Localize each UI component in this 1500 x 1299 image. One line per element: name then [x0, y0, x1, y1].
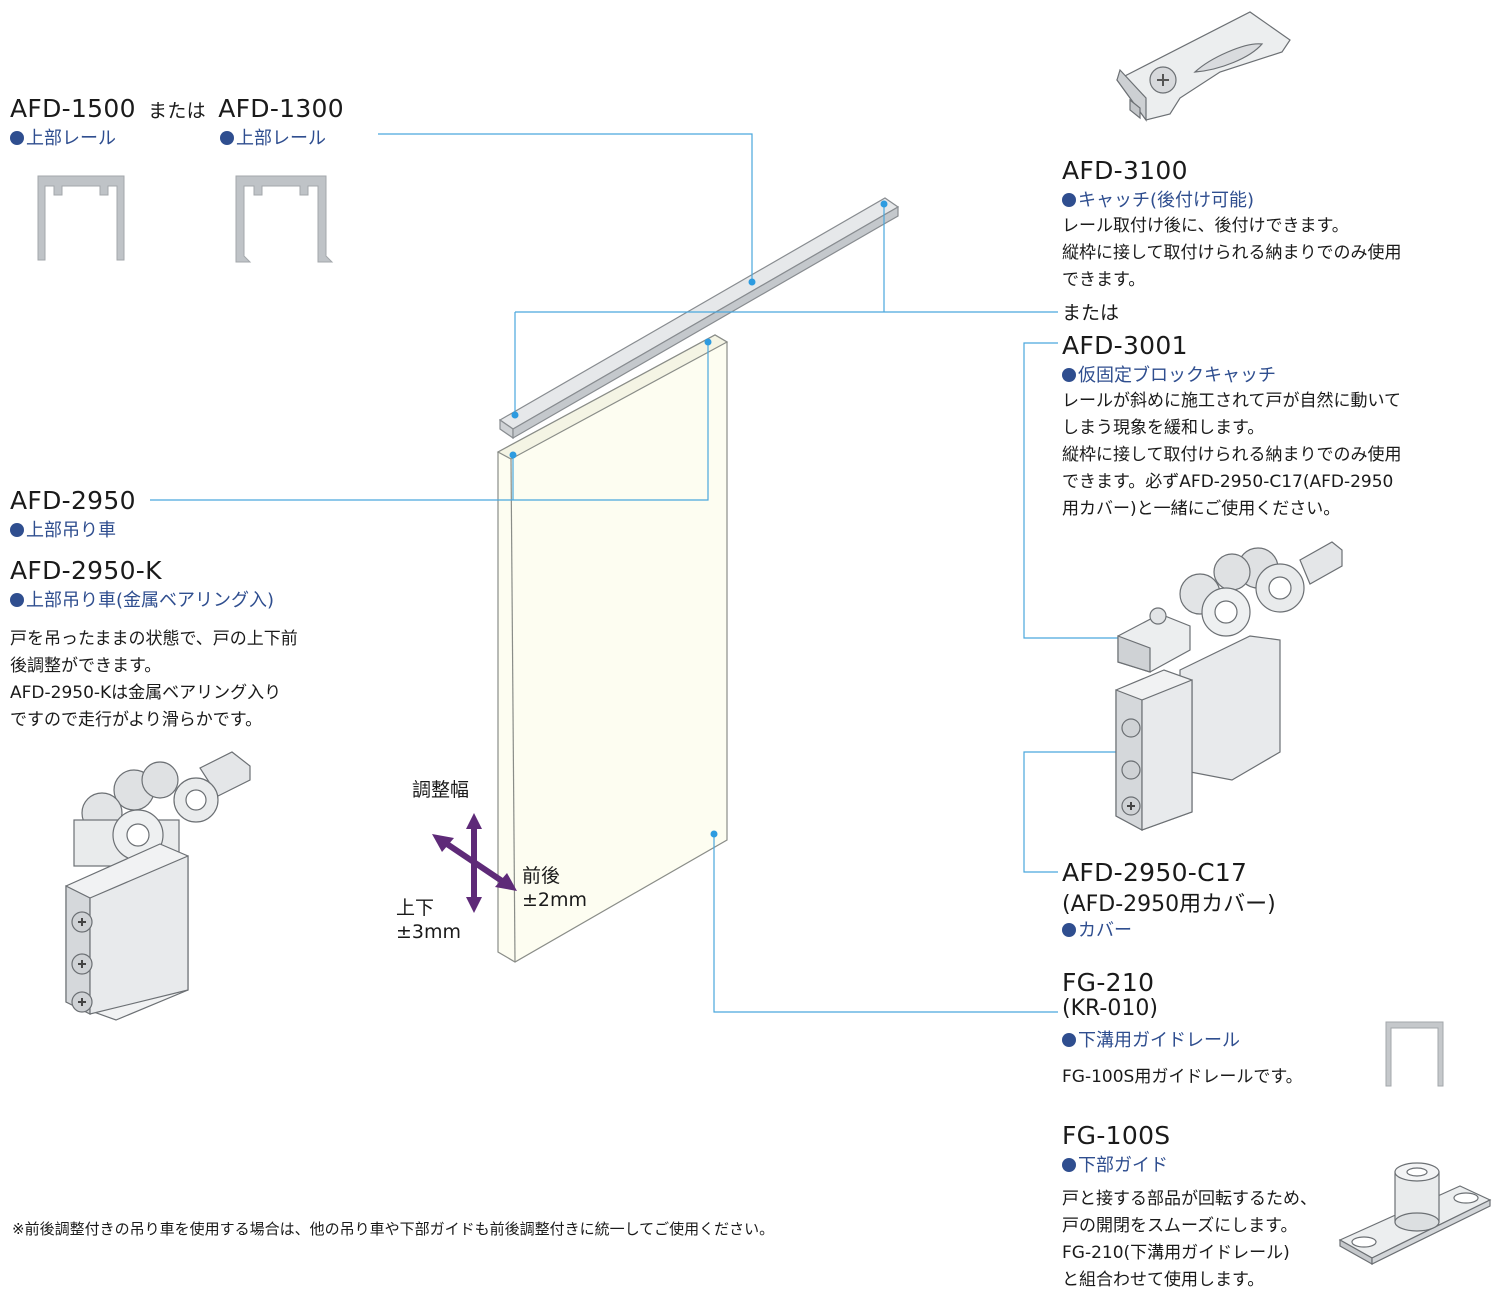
rail-1500-heading: AFD-1500 または AFD-1300 — [10, 94, 344, 123]
leader-lines — [150, 133, 1133, 1013]
catch-code: AFD-3100 — [1062, 156, 1188, 185]
door-panel — [496, 334, 729, 963]
hanger-code: AFD-2950 — [10, 486, 136, 515]
bullet-icon — [1062, 1158, 1076, 1172]
bottom-guide-code: FG-100S — [1062, 1121, 1171, 1150]
guide-rail-subtitle: (KR-010) — [1062, 996, 1158, 1021]
cover-code: AFD-2950-C17 — [1062, 858, 1248, 887]
bullet-icon — [10, 523, 24, 537]
adjust-front-back: 前後 ±2mm — [522, 865, 588, 911]
adjust-title: 調整幅 — [412, 779, 470, 801]
cover-name: カバー — [1062, 916, 1132, 942]
catch-description: レール取付け後に、後付けできます。 縦枠に接して取付けられる納まりでのみ使用 で… — [1062, 216, 1402, 290]
rail-1500-code: AFD-1500 — [10, 94, 136, 123]
bullet-icon — [220, 131, 234, 145]
hanger-name: 上部吊り車 — [10, 516, 116, 542]
rail-1300-code: AFD-1300 — [218, 94, 344, 123]
block-catch-cover-illustration — [1115, 541, 1343, 832]
rail-profile-1300 — [235, 175, 334, 263]
block-catch-name: 仮固定ブロックキャッチ — [1062, 361, 1276, 387]
bullet-icon — [1062, 368, 1076, 382]
catch-illustration — [1116, 11, 1291, 122]
hanger-k-name: 上部吊り車(金属ベアリング入) — [10, 586, 274, 612]
catch-name: キャッチ(後付け可能) — [1062, 186, 1254, 212]
bullet-icon — [10, 131, 24, 145]
bullet-icon — [1062, 923, 1076, 937]
block-catch-description: レールが斜めに施工されて戸が自然に動いて しまう現象を緩和します。 縦枠に接して… — [1062, 391, 1402, 519]
bullet-icon — [1062, 193, 1076, 207]
guide-rail-description: FG-100S用ガイドレールです。 — [1062, 1067, 1303, 1087]
bottom-guide-illustration — [1338, 1162, 1492, 1266]
guide-rail-code: FG-210 — [1062, 968, 1155, 997]
rail-or-label: または — [148, 100, 206, 122]
bullet-icon — [10, 593, 24, 607]
bottom-guide-description: 戸と接する部品が回転するため、 戸の開閉をスムーズにします。 FG-210(下溝… — [1062, 1189, 1317, 1290]
footnote: ※前後調整付きの吊り車を使用する場合は、他の吊り車や下部ガイドも前後調整付きに統… — [12, 1220, 775, 1238]
or-label: または — [1062, 302, 1120, 324]
bottom-guide-name: 下部ガイド — [1062, 1151, 1168, 1177]
guide-rail-profile — [1385, 1021, 1444, 1087]
block-catch-code: AFD-3001 — [1062, 331, 1188, 360]
rail-1500-name: 上部レール — [10, 124, 116, 150]
adjustment-arrows — [432, 813, 517, 913]
rail-1300-name: 上部レール — [220, 124, 326, 150]
hanger-description: 戸を吊ったままの状態で、戸の上下前 後調整ができます。 AFD-2950-Kは金… — [10, 629, 298, 730]
rail-profile-1500 — [37, 175, 125, 261]
cover-subtitle: (AFD-2950用カバー) — [1062, 892, 1276, 917]
adjust-up-down: 上下 ±3mm — [396, 897, 462, 943]
bullet-icon — [1062, 1033, 1076, 1047]
top-rail-3d — [498, 197, 900, 440]
guide-rail-name: 下溝用ガイドレール — [1062, 1026, 1240, 1052]
hanger-k-code: AFD-2950-K — [10, 556, 162, 585]
hanger-illustration — [65, 751, 251, 1021]
